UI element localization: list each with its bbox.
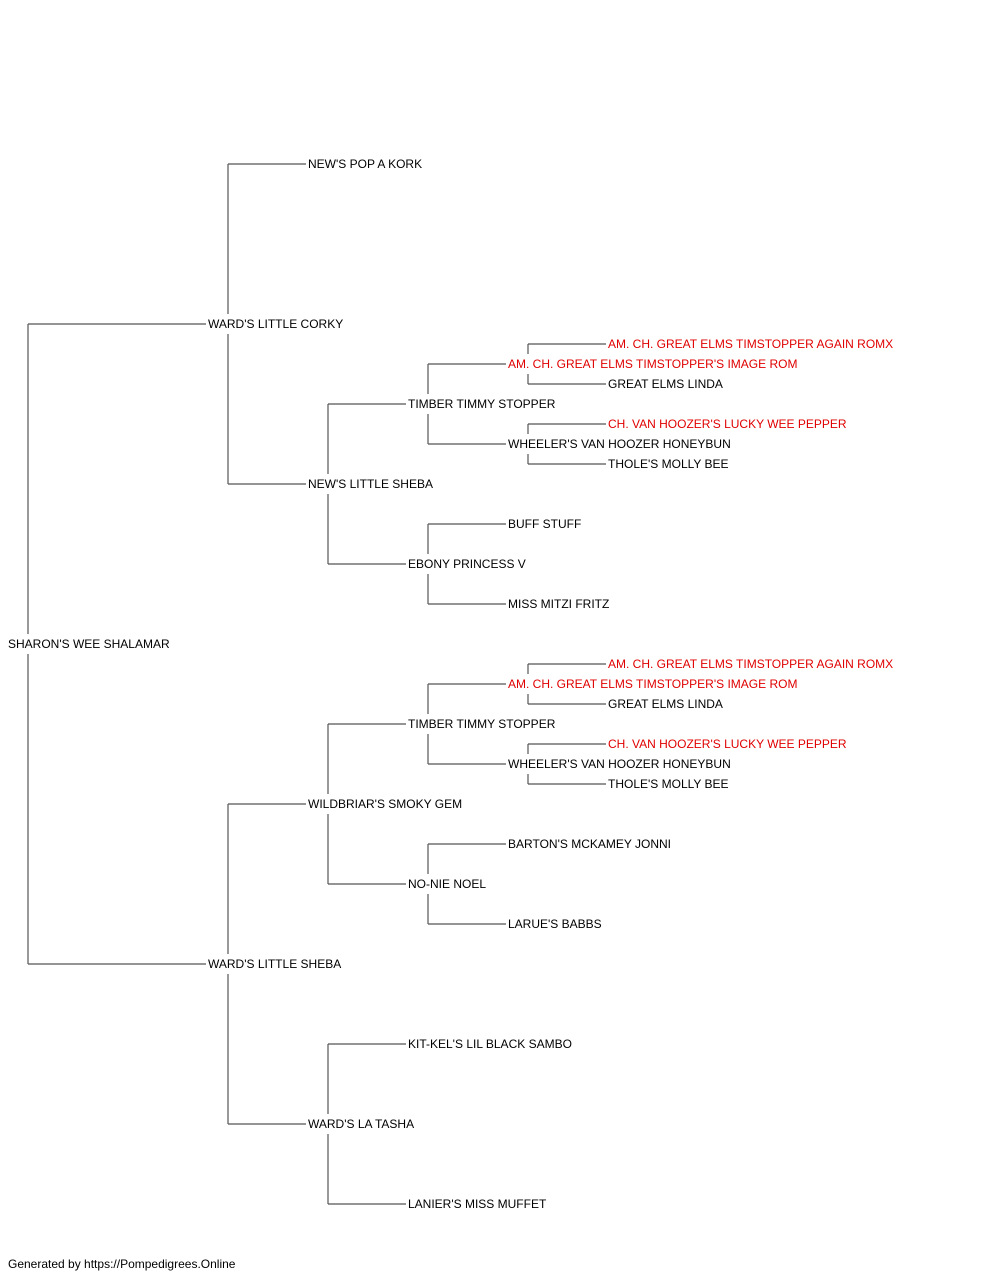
pedigree-dam-new-s-little-sheba: NEW'S LITTLE SHEBA [308,477,434,491]
pedigree-dam-ebony-princess-v: EBONY PRINCESS V [408,557,527,571]
pedigree-dam-thole-s-molly-bee: THOLE'S MOLLY BEE [608,457,730,471]
pedigree-sire-am-ch-great-elms-timstopper-again-romx: AM. CH. GREAT ELMS TIMSTOPPER AGAIN ROMX [608,337,895,351]
pedigree-dam-ward-s-little-sheba: WARD'S LITTLE SHEBA [208,957,343,971]
pedigree-dam-no-nie-noel: NO-NIE NOEL [408,877,488,891]
pedigree-dam-great-elms-linda: GREAT ELMS LINDA [608,377,724,391]
pedigree-sire-am-ch-great-elms-timstopper-s-image-rom: AM. CH. GREAT ELMS TIMSTOPPER'S IMAGE RO… [508,677,799,691]
pedigree-dam-lanier-s-miss-muffet: LANIER'S MISS MUFFET [408,1197,548,1211]
pedigree-dam-great-elms-linda: GREAT ELMS LINDA [608,697,724,711]
pedigree-sire-am-ch-great-elms-timstopper-again-romx: AM. CH. GREAT ELMS TIMSTOPPER AGAIN ROMX [608,657,895,671]
pedigree-sire-kit-kel-s-lil-black-sambo: KIT-KEL'S LIL BLACK SAMBO [408,1037,573,1051]
pedigree-sire-ward-s-little-corky: WARD'S LITTLE CORKY [208,317,345,331]
pedigree-sire-timber-timmy-stopper: TIMBER TIMMY STOPPER [408,717,557,731]
pedigree-sire-barton-s-mckamey-jonni: BARTON'S MCKAMEY JONNI [508,837,672,851]
pedigree-dam-thole-s-molly-bee: THOLE'S MOLLY BEE [608,777,730,791]
generated-by-footer: Generated by https://Pompedigrees.Online [8,1257,236,1271]
pedigree-dam-larue-s-babbs: LARUE'S BABBS [508,917,603,931]
pedigree-sire-buff-stuff: BUFF STUFF [508,517,583,531]
pedigree-sire-ch-van-hoozer-s-lucky-wee-pepper: CH. VAN HOOZER'S LUCKY WEE PEPPER [608,417,848,431]
pedigree-sire-ch-van-hoozer-s-lucky-wee-pepper: CH. VAN HOOZER'S LUCKY WEE PEPPER [608,737,848,751]
pedigree-dam-miss-mitzi-fritz: MISS MITZI FRITZ [508,597,611,611]
pedigree-subject-sharon-s-wee-shalamar: SHARON'S WEE SHALAMAR [8,637,171,651]
pedigree-dam-wheeler-s-van-hoozer-honeybun: WHEELER'S VAN HOOZER HONEYBUN [508,437,732,451]
pedigree-sire-new-s-pop-a-kork: NEW'S POP A KORK [308,157,424,171]
pedigree-dam-wheeler-s-van-hoozer-honeybun: WHEELER'S VAN HOOZER HONEYBUN [508,757,732,771]
pedigree-sire-timber-timmy-stopper: TIMBER TIMMY STOPPER [408,397,557,411]
pedigree-dam-ward-s-la-tasha: WARD'S LA TASHA [308,1117,416,1131]
pedigree-sire-wildbriar-s-smoky-gem: WILDBRIAR'S SMOKY GEM [308,797,464,811]
pedigree-sire-am-ch-great-elms-timstopper-s-image-rom: AM. CH. GREAT ELMS TIMSTOPPER'S IMAGE RO… [508,357,799,371]
